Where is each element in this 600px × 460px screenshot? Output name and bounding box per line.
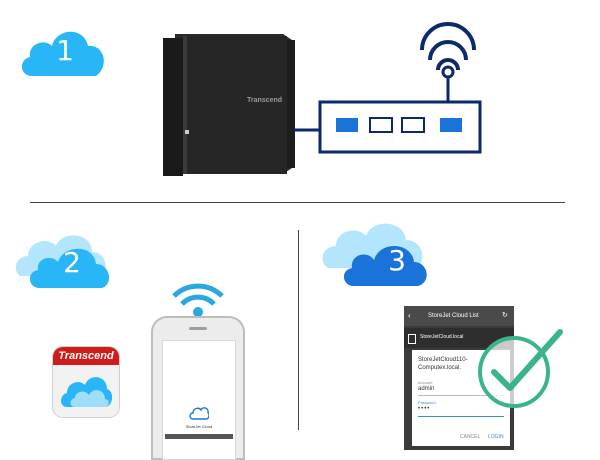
phone-app-cloud-icon bbox=[189, 407, 209, 420]
network-router-icon bbox=[294, 22, 482, 154]
refresh-icon[interactable]: ↻ bbox=[502, 312, 508, 319]
account-field-underline bbox=[418, 395, 504, 396]
phone-screen: StoreJet Cloud bbox=[162, 340, 236, 460]
step-3-number: 3 bbox=[388, 244, 406, 277]
back-arrow-icon[interactable]: ‹ bbox=[408, 311, 411, 320]
phone-app-name: StoreJet Cloud bbox=[185, 424, 213, 429]
cancel-button[interactable]: CANCEL bbox=[460, 434, 481, 440]
app-cloud-icon bbox=[61, 377, 113, 407]
cloud-step-1-icon bbox=[21, 31, 104, 76]
account-label: Account bbox=[418, 380, 433, 385]
device-list-icon bbox=[408, 334, 416, 344]
device-brand-label: Transcend bbox=[247, 97, 283, 104]
success-checkmark-icon bbox=[478, 329, 563, 408]
storejet-device-icon bbox=[163, 34, 295, 176]
phone-speaker bbox=[189, 327, 207, 330]
login-button[interactable]: LOGIN bbox=[488, 434, 504, 440]
login-dialog-title: StoreJetCloud110-Computex.local. bbox=[418, 357, 468, 371]
wifi-signal-icon bbox=[172, 283, 224, 317]
storejet-cloud-login-screen: ‹ StoreJet Cloud List ↻ StoreJetCloud.lo… bbox=[404, 306, 514, 450]
phone-action-bar[interactable] bbox=[165, 434, 233, 439]
smartphone: StoreJet Cloud bbox=[153, 318, 243, 460]
app-header-title: StoreJet Cloud List bbox=[428, 313, 479, 319]
section-divider-vertical bbox=[298, 230, 299, 430]
cloud-list-item[interactable]: StoreJetCloud.local bbox=[404, 328, 514, 348]
account-field[interactable]: admin bbox=[418, 386, 435, 392]
cloud-step-2-icon bbox=[15, 235, 110, 288]
transcend-app-icon[interactable]: Transcend bbox=[53, 347, 119, 417]
cloud-list-item-label: StoreJetCloud.local bbox=[420, 334, 464, 340]
password-field-underline bbox=[418, 416, 504, 417]
section-divider-horizontal bbox=[30, 202, 565, 203]
app-icon-brand-label: Transcend bbox=[53, 347, 119, 365]
cloud-step-3-icon bbox=[322, 223, 427, 286]
step-2-number: 2 bbox=[63, 246, 81, 279]
app-header-bar: ‹ StoreJet Cloud List ↻ bbox=[404, 306, 514, 326]
password-label: Password bbox=[418, 400, 436, 405]
step-1-number: 1 bbox=[56, 34, 74, 67]
password-field[interactable]: •••• bbox=[418, 406, 431, 412]
